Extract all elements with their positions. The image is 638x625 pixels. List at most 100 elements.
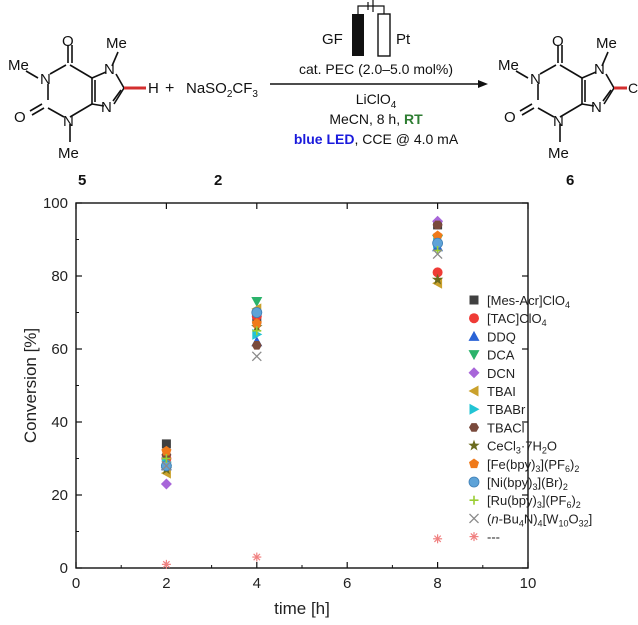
atom-o-top: O [552,33,564,50]
atom-me-n1: Me [498,57,519,74]
legend-marker [469,313,479,324]
legend-label: DCN [487,366,515,381]
data-point-s3-0 [160,464,172,475]
bond [91,103,105,107]
legend-label: --- [487,530,500,545]
legend: [Mes-Acr]ClO4[TAC]ClO4DDQDCADCNTBAITBABr… [468,293,592,545]
data-point-s11-0 [161,454,171,463]
legend-marker [469,403,480,415]
legend-marker [468,476,480,488]
y-tick-label: 60 [51,341,68,358]
platinum-electrode [377,13,391,57]
data-point-s0-2 [433,220,443,230]
data-point-s13-1 [252,552,262,562]
reaction-scheme: O N Me O N Me N Me N H 5 + NaSO2CF3 2 GF… [8,0,638,189]
atom-n1: N [530,71,541,88]
compound-label-5: 5 [78,172,86,189]
data-point-s8-0 [160,463,173,475]
arrow-head [478,80,488,88]
y-tick-label: 0 [60,560,68,577]
bond [25,70,39,79]
bond [559,103,583,118]
legend-marker [468,458,480,469]
legend-marker [469,532,479,542]
x-tick-label: 8 [433,575,441,592]
legend-marker [468,385,479,397]
data-point-s13-2 [433,534,443,544]
atom-n7: N [594,61,605,78]
legend-marker [468,367,480,379]
data-point-s2-1 [251,336,263,347]
legend-label: (n-Bu4N)4[W10O32] [487,511,592,528]
bond [113,87,125,105]
legend-label: TBABr [487,402,526,417]
legend-marker [468,350,480,361]
atom-me-n1: Me [8,57,29,74]
electrode-setup: GF Pt [322,0,411,57]
x-tick-label: 6 [343,575,351,592]
atom-me-bottom: Me [58,145,79,162]
plus-sign: + [165,80,174,97]
circuit-wire [357,5,385,14]
condition-solvent-time-temp: MeCN, 8 h, RT [329,111,423,127]
data-point-s7-2 [432,220,443,230]
bond [603,87,615,105]
data-point-s5-0 [160,467,171,479]
chart-axes [75,202,529,569]
data-point-s3-2 [432,235,444,245]
legend-marker [468,330,480,341]
bond [111,51,119,67]
legend-label: [Fe(bpy)3](PF6)2 [487,457,579,474]
legend-marker [468,439,480,451]
legend-label: [Mes-Acr]ClO4 [487,293,570,310]
bond [31,107,45,116]
bond [69,64,93,79]
bond [539,64,557,75]
legend-label: [Ru(bpy)3](PF6)2 [487,493,581,510]
data-point-s9-2 [432,230,443,241]
reactant-molecule [25,45,125,142]
data-point-s10-0 [160,460,172,472]
data-point-s5-1 [251,303,262,315]
atom-me-top: Me [106,35,127,52]
data-point-s10-2 [432,237,444,249]
data-point-s12-2 [432,249,443,260]
product-molecule [515,45,615,142]
condition-catalyst: cat. PEC (2.0–5.0 mol%) [299,61,453,77]
bond [602,89,612,102]
legend-label: TBAI [487,384,516,399]
data-point-s10-1 [251,307,263,318]
plot-frame [75,202,529,569]
data-point-s0-0 [161,439,171,449]
legend-marker [469,513,479,524]
atom-n3: N [63,113,74,130]
data-point-s8-1 [251,321,263,332]
atom-o-left: O [504,109,516,126]
bond [47,107,65,118]
y-tick-label: 100 [43,195,68,212]
bond [581,103,595,107]
legend-label: [TAC]ClO4 [487,311,547,328]
bond [519,103,533,112]
y-tick-label: 80 [51,268,68,285]
data-point-s7-1 [251,341,262,350]
data-point-s4-0 [160,478,172,490]
atom-h: H [148,80,159,97]
data-point-s6-0 [161,456,172,468]
bond [581,71,597,79]
atom-n1: N [40,71,51,88]
atom-o-left: O [14,109,26,126]
data-point-s6-2 [433,237,444,249]
legend-marker [469,495,479,505]
legend-label: TBACl [487,420,525,435]
atom-me-bottom: Me [548,145,569,162]
data-point-s2-2 [432,241,444,252]
bond [515,70,529,79]
electrode-label-pt: Pt [396,31,411,48]
data-point-s12-1 [251,351,262,362]
data-point-s4-2 [432,215,444,227]
atom-n9: N [591,99,602,116]
y-tick-label: 40 [51,414,68,431]
